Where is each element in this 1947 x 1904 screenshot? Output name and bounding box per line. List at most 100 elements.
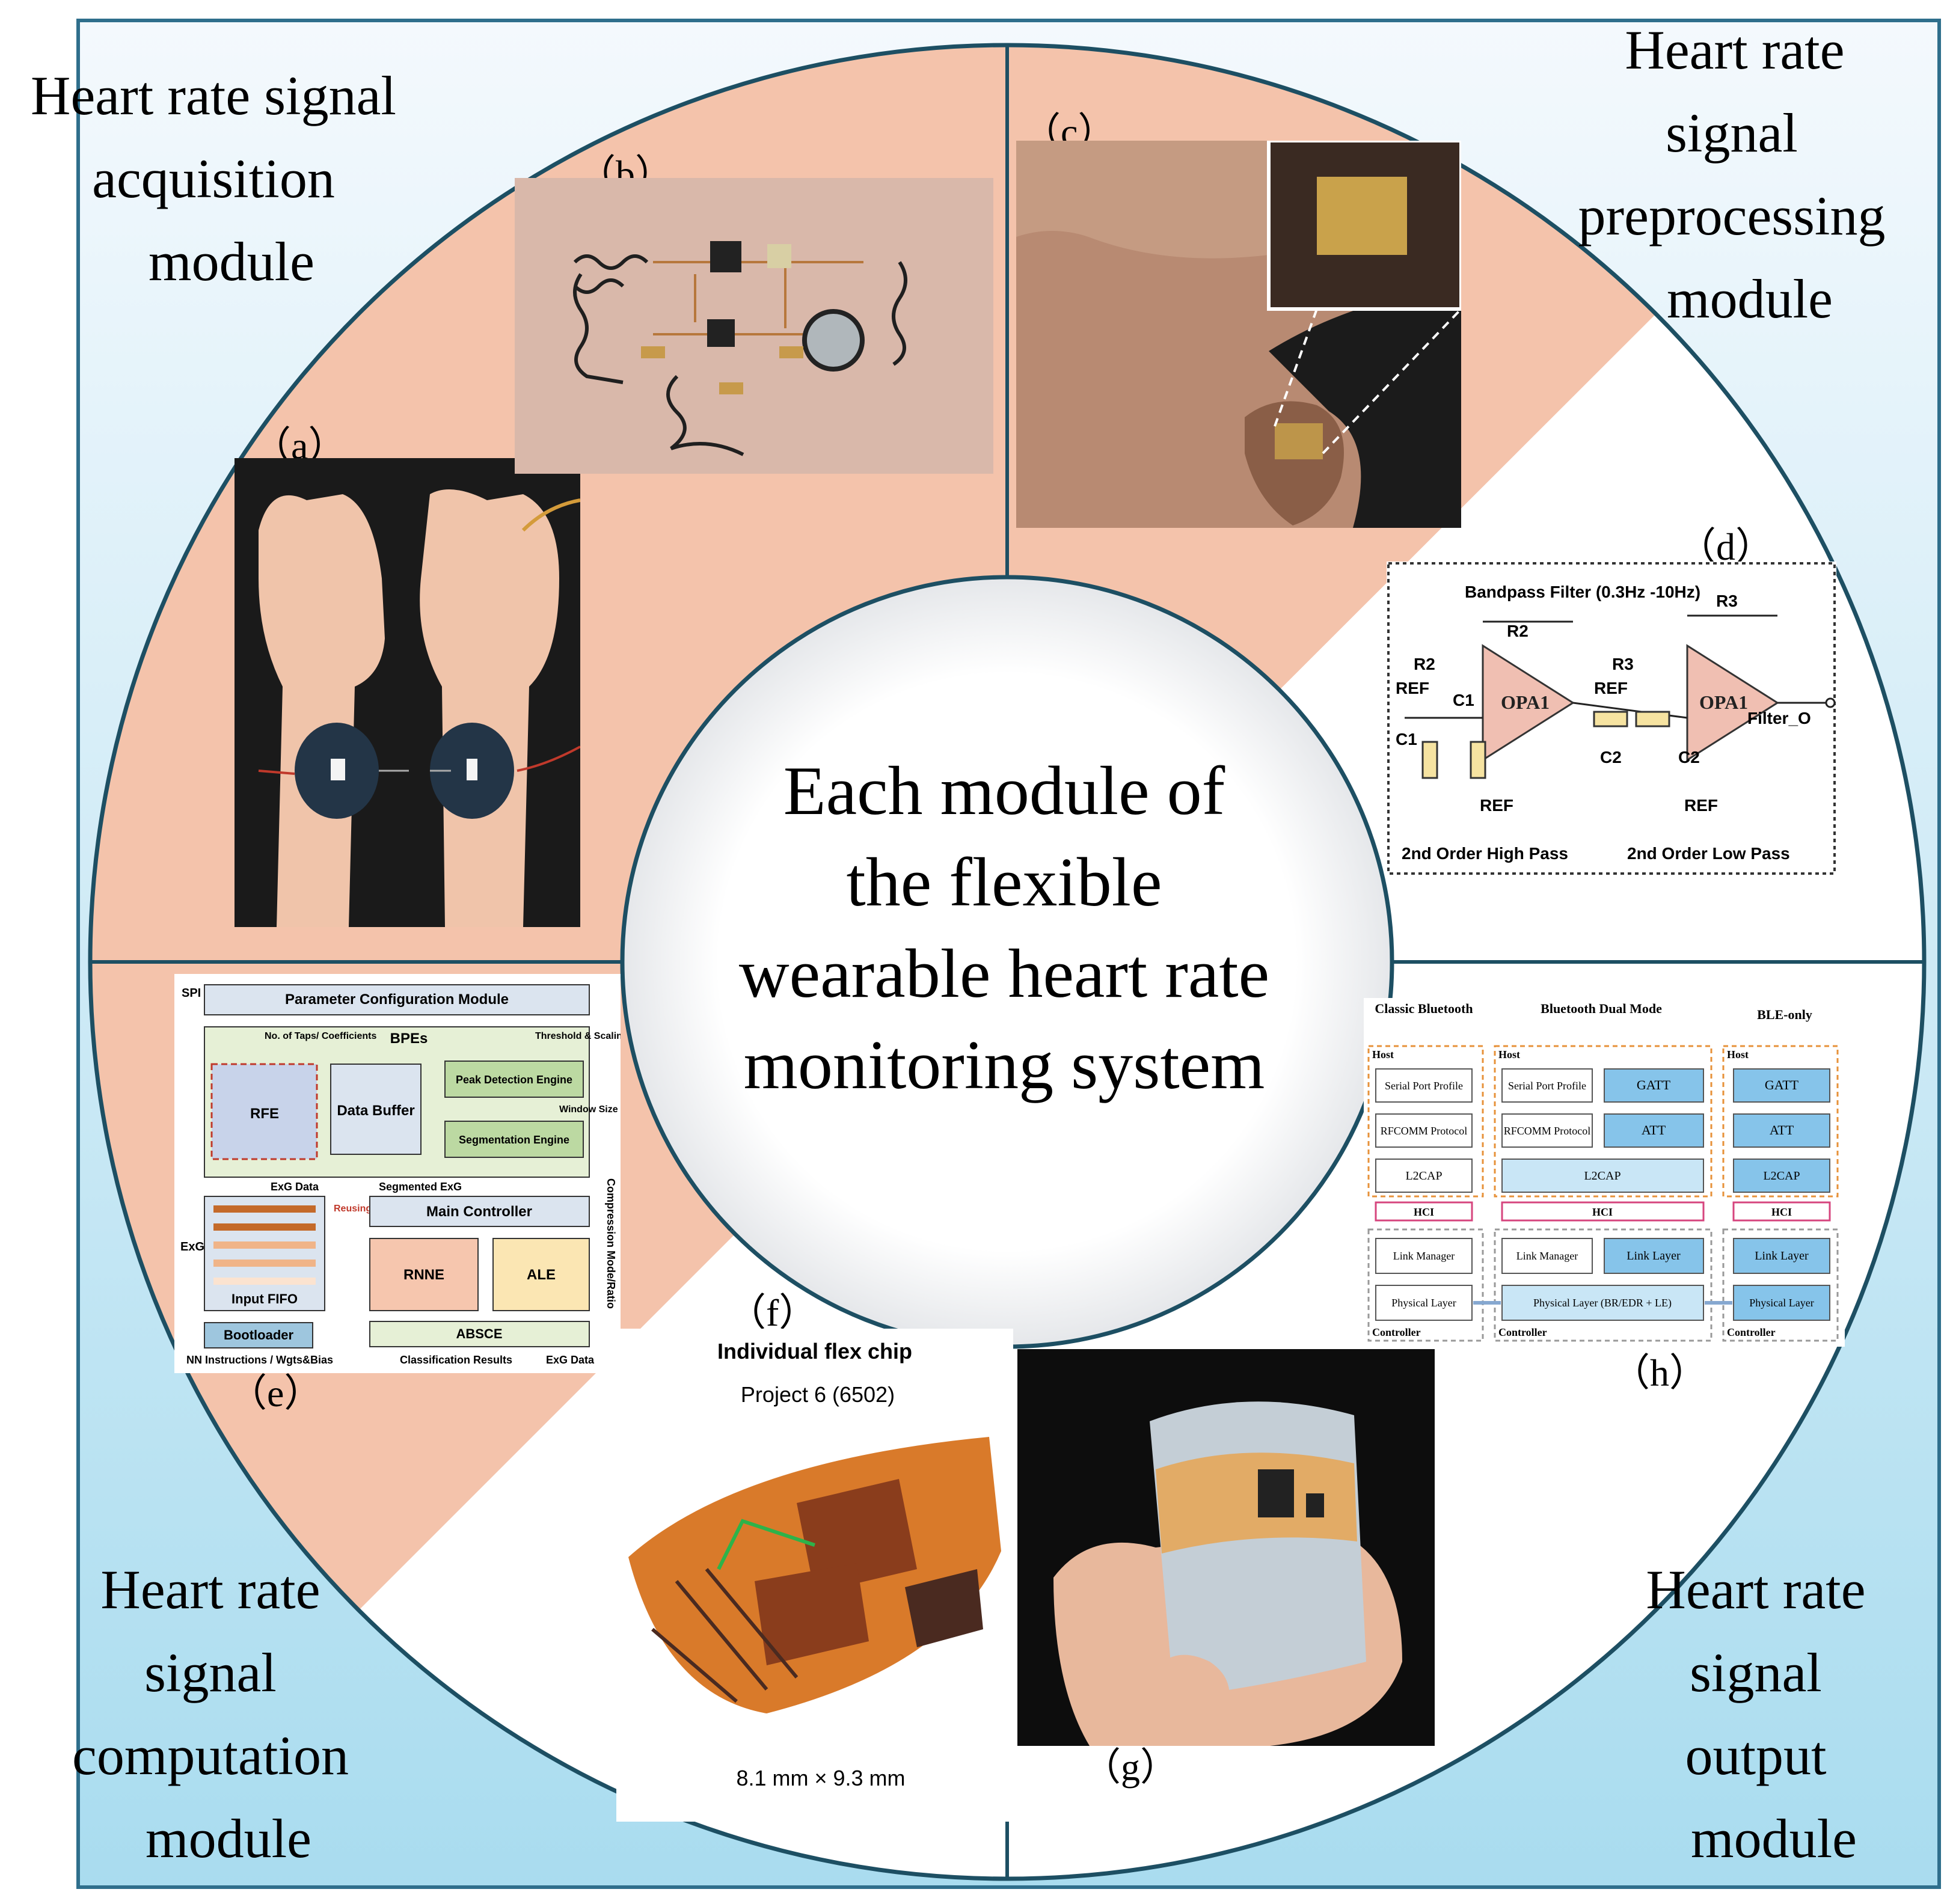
processor-block-diagram: SPI Parameter Configuration Module BPEs … bbox=[174, 974, 621, 1373]
photo-chest-patch bbox=[1016, 141, 1461, 528]
panel-label-f: （f） bbox=[728, 1291, 818, 1334]
photo-flexible-sensor bbox=[1017, 1349, 1435, 1746]
opamp-1-label: OPA1 bbox=[1501, 691, 1550, 713]
preprocessing-module-label: Heart rate signal preprocessing module bbox=[1578, 19, 1886, 329]
peak-detection-box bbox=[444, 1061, 584, 1098]
absce-box bbox=[369, 1321, 590, 1347]
ale-box bbox=[492, 1238, 590, 1311]
high-pass-label: 2nd Order High Pass bbox=[1402, 844, 1568, 863]
r2-left-label: R2 bbox=[1414, 655, 1435, 673]
flex-chip-size: 8.1 mm × 9.3 mm bbox=[736, 1766, 905, 1790]
col-dual-mode: Bluetooth Dual Mode bbox=[1541, 1001, 1662, 1016]
main-controller-label: Main Controller bbox=[426, 1204, 532, 1220]
panel-label-d: （d） bbox=[1678, 525, 1774, 568]
link-layer-2: Link Layer bbox=[1627, 1249, 1681, 1263]
flex-chip-title: Individual flex chip bbox=[717, 1339, 912, 1364]
filter-title: Bandpass Filter (0.3Hz -10Hz) bbox=[1465, 583, 1700, 601]
att-2: ATT bbox=[1642, 1122, 1666, 1137]
segmentation-label: Segmentation Engine bbox=[459, 1134, 569, 1146]
exg-data-label: ExG Data bbox=[271, 1181, 319, 1193]
ref-left2-label: REF bbox=[1594, 679, 1628, 697]
ref-bottom2-label: REF bbox=[1684, 796, 1718, 815]
param-config-label: Parameter Configuration Module bbox=[285, 991, 509, 1008]
opamp-1 bbox=[1482, 644, 1575, 762]
physical-dual: Physical Layer (BR/EDR + LE) bbox=[1533, 1297, 1672, 1309]
panel-label-h: （h） bbox=[1611, 1351, 1708, 1394]
exg-data-out-label: ExG Data bbox=[546, 1354, 595, 1366]
spi-label: SPI bbox=[182, 987, 201, 1000]
flex-chip-svg: Individual flex chip Project 6 (6502) 8.… bbox=[628, 1339, 1001, 1790]
nn-instructions-label: NN Instructions / Wgts&Bias bbox=[186, 1354, 333, 1366]
center-title: Each module of the flexible wearable hea… bbox=[738, 753, 1270, 1104]
gatt-2: GATT bbox=[1637, 1077, 1671, 1092]
bootloader-box bbox=[204, 1322, 313, 1348]
link-manager-2: Link Manager bbox=[1516, 1250, 1578, 1262]
data-buffer-label: Data Buffer bbox=[337, 1103, 414, 1119]
c2-label-b: C2 bbox=[1678, 748, 1700, 767]
panel-label-g: （g） bbox=[1082, 1746, 1179, 1789]
outer-circle-border bbox=[88, 43, 1927, 1881]
filter-output-label: Filter_O bbox=[1747, 709, 1811, 727]
physical-layer-1: Physical Layer bbox=[1391, 1297, 1456, 1309]
bluetooth-stack-diagram: Classic Bluetooth Bluetooth Dual Mode BL… bbox=[1364, 998, 1845, 1347]
rnne-box bbox=[369, 1238, 479, 1311]
main-controller-box bbox=[369, 1196, 590, 1227]
photo-wrist-sensors bbox=[235, 458, 580, 927]
compression-label: Compression Mode/Ratio bbox=[605, 1178, 617, 1309]
host-label-3: Host bbox=[1727, 1048, 1749, 1061]
ref-bottom1-label: REF bbox=[1480, 796, 1513, 815]
rfe-label: RFE bbox=[250, 1106, 279, 1122]
processor-diagram-svg: SPI Parameter Configuration Module BPEs … bbox=[180, 984, 621, 1366]
chest-patch-illustration bbox=[1016, 141, 1461, 528]
rfcomm-1: RFCOMM Protocol bbox=[1381, 1125, 1468, 1137]
r3-top-label: R3 bbox=[1716, 592, 1738, 610]
c2-label-a: C2 bbox=[1600, 748, 1622, 767]
l2cap-1: L2CAP bbox=[1405, 1169, 1442, 1183]
wrist-sensors-illustration bbox=[235, 458, 580, 927]
col-classic-bluetooth: Classic Bluetooth bbox=[1375, 1001, 1473, 1016]
link-manager-1: Link Manager bbox=[1393, 1250, 1455, 1262]
flex-chip-figure: Individual flex chip Project 6 (6502) 8.… bbox=[616, 1329, 1013, 1822]
bpes-label: BPEs bbox=[390, 1030, 428, 1047]
param-config-box bbox=[204, 984, 590, 1015]
peak-detection-label: Peak Detection Engine bbox=[456, 1074, 572, 1086]
input-fifo-box bbox=[204, 1196, 325, 1311]
photo-flexible-circuit bbox=[515, 178, 993, 474]
flexible-circuit-illustration bbox=[515, 178, 993, 474]
controller-label-1: Controller bbox=[1372, 1326, 1421, 1338]
threshold-label: Threshold & Scaling Factor bbox=[535, 1031, 621, 1041]
segmentation-box bbox=[444, 1121, 584, 1158]
l2cap-3: L2CAP bbox=[1763, 1169, 1800, 1183]
serial-port-2: Serial Port Profile bbox=[1508, 1080, 1586, 1092]
serial-port-1: Serial Port Profile bbox=[1385, 1080, 1463, 1092]
hci-1: HCI bbox=[1414, 1206, 1434, 1218]
rnne-label: RNNE bbox=[403, 1267, 444, 1283]
controller-label-2: Controller bbox=[1498, 1326, 1547, 1338]
r2-top-label: R2 bbox=[1507, 622, 1528, 640]
l2cap-2: L2CAP bbox=[1584, 1169, 1620, 1183]
flex-chip-subtitle: Project 6 (6502) bbox=[741, 1382, 895, 1407]
bootloader-label: Bootloader bbox=[224, 1327, 294, 1342]
output-module-label: Heart rate signal output module bbox=[1646, 1559, 1866, 1869]
acquisition-module-label: Heart rate signal acquisition module bbox=[31, 65, 396, 292]
bluetooth-stack-svg: Classic Bluetooth Bluetooth Dual Mode BL… bbox=[1367, 1001, 1839, 1342]
hci-2: HCI bbox=[1592, 1206, 1613, 1218]
att-3: ATT bbox=[1770, 1122, 1794, 1137]
taps-label: No. of Taps/ Coefficients bbox=[265, 1031, 376, 1041]
controller-label-3: Controller bbox=[1727, 1326, 1776, 1338]
hci-3: HCI bbox=[1771, 1206, 1792, 1218]
c1-label-a: C1 bbox=[1453, 691, 1474, 709]
host-label-2: Host bbox=[1498, 1048, 1520, 1061]
link-layer-3: Link Layer bbox=[1755, 1249, 1809, 1263]
c1-label-b: C1 bbox=[1396, 730, 1417, 748]
col-ble-only: BLE-only bbox=[1757, 1007, 1812, 1022]
flexible-sensor-illustration bbox=[1017, 1349, 1435, 1746]
physical-layer-3: Physical Layer bbox=[1749, 1297, 1814, 1309]
computation-module-label: Heart rate signal computation module bbox=[72, 1559, 349, 1869]
panel-label-e: （e） bbox=[228, 1372, 323, 1415]
opamp-2 bbox=[1686, 644, 1779, 762]
window-size-label: Window Size bbox=[559, 1104, 618, 1115]
segmented-exg-label: Segmented ExG bbox=[379, 1181, 462, 1193]
